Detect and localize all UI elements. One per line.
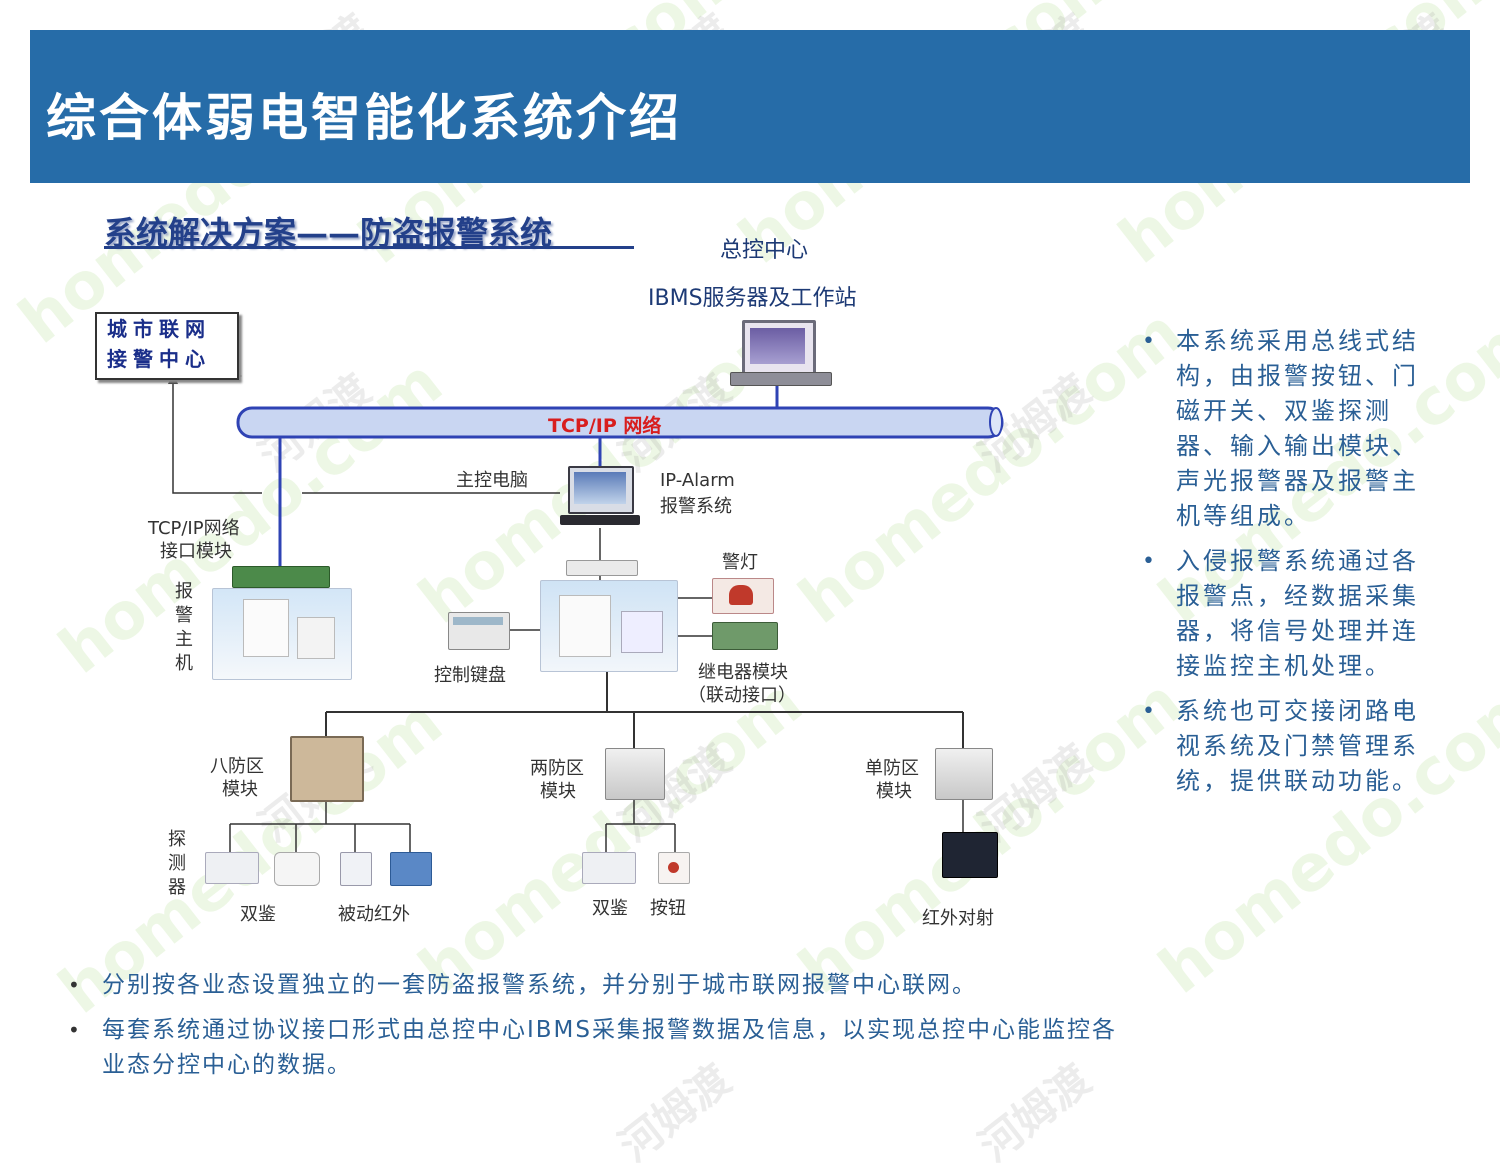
tcp-module-board-icon xyxy=(232,566,330,588)
bottom-bullet-list: 分别按各业态设置独立的一套防盗报警系统，并分别于城市联网报警中心联网。 每套系统… xyxy=(68,968,1128,1093)
zone8-label-line2: 模块 xyxy=(222,779,258,800)
zone1-module-icon xyxy=(935,748,993,800)
ip-alarm-label-line1: IP-Alarm xyxy=(660,470,735,491)
city-center-label-line1: 城市联网 xyxy=(107,317,211,341)
warning-light-label: 警灯 xyxy=(722,552,758,573)
control-keyboard-icon xyxy=(448,612,510,650)
ip-alarm-label-line2: 报警系统 xyxy=(660,496,732,517)
zone2-label-line2: 模块 xyxy=(540,781,576,802)
panel-strip-icon xyxy=(566,560,638,576)
page-title: 综合体弱电智能化系统介绍 xyxy=(46,88,682,147)
control-center-label: 总控中心 xyxy=(720,238,809,263)
tcp-module-label-line2: 接口模块 xyxy=(160,541,232,562)
relay-module-icon xyxy=(712,622,778,650)
right-bullet-item: 系统也可交接闭路电视系统及门禁管理系统，提供联动功能。 xyxy=(1142,694,1442,799)
tcp-module-label-line1: TCP/IP网络 xyxy=(148,518,240,539)
right-bullet-item: 入侵报警系统通过各报警点，经数据采集器，将信号处理并连接监控主机处理。 xyxy=(1142,544,1442,684)
passive-ir-detector-icon xyxy=(390,852,432,886)
city-center-box: 城市联网 接警中心 xyxy=(95,312,239,380)
warning-light-icon xyxy=(712,578,774,614)
dual-tech-detector-icon xyxy=(205,852,259,884)
ibms-server-label: IBMS服务器及工作站 xyxy=(648,286,857,311)
title-bar xyxy=(30,30,1470,183)
ir-beam-label: 红外对射 xyxy=(922,908,994,929)
zone2-module-icon xyxy=(605,748,665,800)
dual-tech-detector-icon xyxy=(582,852,636,884)
diagram-lines xyxy=(168,371,1004,852)
network-pipe xyxy=(236,406,1004,439)
zone8-module-icon xyxy=(290,736,364,802)
network-label: TCP/IP 网络 xyxy=(548,415,662,437)
button-label: 按钮 xyxy=(650,898,686,919)
zone2-label-line1: 两防区 xyxy=(530,758,584,779)
relay-label-line1: 继电器模块 xyxy=(698,662,788,683)
alarm-host-label: 报警主机 xyxy=(175,581,193,674)
dual-tech-label: 双鉴 xyxy=(240,904,276,925)
bottom-bullet-item: 每套系统通过协议接口形式由总控中心IBMS采集报警数据及信息，以实现总控中心能监… xyxy=(68,1013,1128,1083)
panic-button-icon xyxy=(658,852,690,884)
alarm-controller-icon xyxy=(540,580,678,672)
passive-ir-detector-icon xyxy=(340,852,372,886)
passive-ir-label: 被动红外 xyxy=(338,904,410,925)
city-center-label-line2: 接警中心 xyxy=(107,347,211,371)
workstation-base-icon xyxy=(730,372,832,386)
dual-tech-label-2: 双鉴 xyxy=(592,898,628,919)
right-bullet-list: 本系统采用总线式结构，由报警按钮、门磁开关、双鉴探测器、输入输出模块、声光报警器… xyxy=(1142,324,1442,809)
zone1-label-line1: 单防区 xyxy=(865,758,919,779)
zone1-label-line2: 模块 xyxy=(876,781,912,802)
right-bullet-item: 本系统采用总线式结构，由报警按钮、门磁开关、双鉴探测器、输入输出模块、声光报警器… xyxy=(1142,324,1442,534)
main-pc-keyboard-icon xyxy=(560,515,640,525)
detector-label: 探测器 xyxy=(168,829,186,898)
main-pc-monitor-icon xyxy=(568,466,634,514)
relay-label-line2: （联动接口） xyxy=(688,685,796,706)
zone8-label-line1: 八防区 xyxy=(210,756,264,777)
bottom-bullet-item: 分别按各业态设置独立的一套防盗报警系统，并分别于城市联网报警中心联网。 xyxy=(68,968,1128,1003)
alarm-host-icon xyxy=(212,588,352,680)
ir-beam-detector-icon xyxy=(942,832,998,878)
subtitle-underline xyxy=(104,246,634,249)
dual-tech-detector-icon xyxy=(274,852,320,886)
main-pc-label: 主控电脑 xyxy=(456,470,528,491)
keyboard-label: 控制键盘 xyxy=(434,665,506,686)
workstation-monitor-icon xyxy=(742,320,816,376)
section-subtitle: 系统解决方案——防盗报警系统 xyxy=(104,214,553,252)
